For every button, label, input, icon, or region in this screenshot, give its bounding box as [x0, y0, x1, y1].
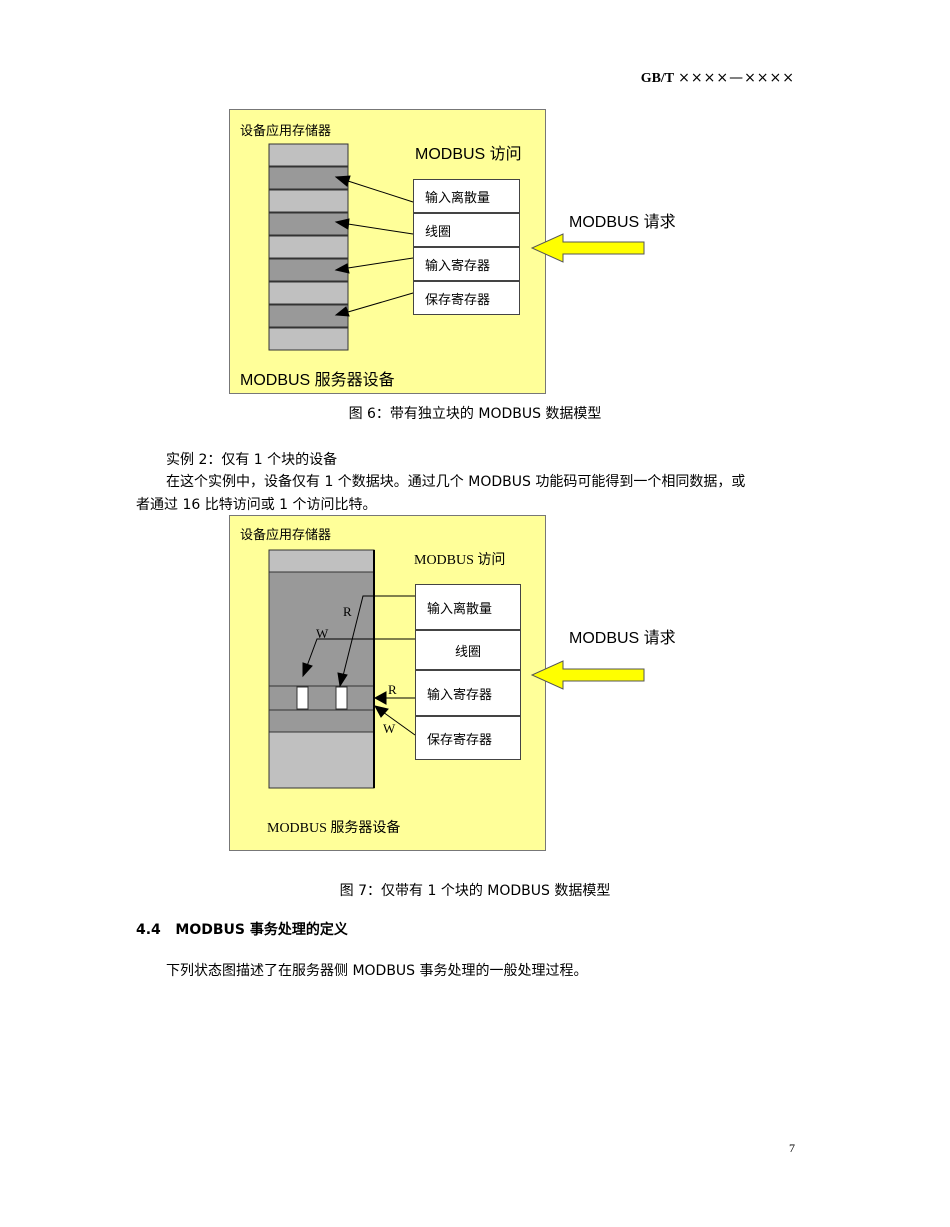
page-number: 7 — [789, 1141, 795, 1155]
box-input-discrete: 输入离散量 — [415, 584, 521, 630]
arrowhead — [374, 705, 389, 718]
memory-block-light — [268, 189, 349, 213]
mapping-arrows — [334, 175, 414, 317]
arrow-line — [306, 638, 415, 667]
document-header: GB/T××××—×××× — [641, 70, 795, 87]
access-label: MODBUS 访问 — [415, 146, 522, 163]
request-arrow — [530, 660, 645, 690]
figure-6-diagram: 设备应用存储器 MODBUS 访问 输入离散量 线圈 输入寄存器 保存寄存器 M… — [229, 109, 676, 394]
bit-cell — [296, 686, 309, 710]
arrowhead — [337, 672, 348, 688]
memory-row — [268, 685, 375, 711]
box-holding-registers: 保存寄存器 — [413, 281, 520, 315]
arrow-line — [347, 223, 414, 235]
arrow-line — [347, 180, 414, 203]
server-label: MODBUS 服务器设备 — [267, 821, 401, 836]
example-line-1: 在这个实例中，设备仅有 1 个数据块。通过几个 MODBUS 功能码可能得到一个… — [166, 474, 746, 490]
arrowhead — [302, 662, 313, 678]
memory-block-light — [268, 327, 349, 351]
memory-block-light — [268, 235, 349, 259]
memory-block-dark — [268, 571, 375, 687]
example-line-2: 者通过 16 比特访问或 1 个访问比特。 — [136, 497, 377, 513]
figure-6-caption: 图 6：带有独立块的 MODBUS 数据模型 — [348, 406, 602, 422]
box-holding-registers: 保存寄存器 — [415, 716, 521, 760]
request-arrow — [530, 233, 645, 263]
box-input-registers: 输入寄存器 — [413, 247, 520, 281]
example-title: 实例 2：仅有 1 个块的设备 — [166, 452, 338, 468]
box-input-discrete: 输入离散量 — [413, 179, 520, 213]
memory-block-dark — [268, 166, 349, 190]
read-label: R — [343, 604, 352, 619]
memory-bottom-light — [268, 731, 375, 789]
memory-single-block — [268, 549, 375, 789]
write-label: W — [316, 626, 329, 641]
figure-7-graphics — [268, 549, 645, 789]
standard-number: ××××—×××× — [678, 70, 795, 86]
arrowhead — [334, 306, 350, 317]
box-coils: 线圈 — [415, 630, 521, 670]
memory-top-light — [268, 549, 375, 573]
memory-block-light — [268, 143, 349, 167]
memory-stack — [268, 143, 349, 351]
read-label: R — [388, 682, 397, 697]
memory-label: 设备应用存储器 — [240, 124, 332, 139]
figure-6-graphics — [268, 143, 645, 351]
arrowhead — [334, 175, 351, 187]
request-label: MODBUS 请求 — [569, 214, 676, 231]
section-text: 下列状态图描述了在服务器侧 MODBUS 事务处理的一般处理过程。 — [166, 963, 588, 979]
arrowhead — [373, 691, 387, 705]
arrowhead — [334, 218, 350, 230]
box-input-registers: 输入寄存器 — [415, 670, 521, 716]
server-label: MODBUS 服务器设备 — [240, 372, 395, 389]
bit-cell — [335, 686, 348, 710]
arrow-line — [347, 292, 414, 313]
memory-label: 设备应用存储器 — [240, 528, 332, 543]
arrow-line — [347, 257, 414, 269]
memory-block-dark — [268, 709, 375, 733]
arrow-line — [342, 595, 415, 677]
standard-code: GB/T — [640, 71, 675, 86]
write-label: W — [383, 721, 396, 736]
memory-block-dark — [268, 304, 349, 328]
arrow-line — [382, 711, 416, 736]
request-label: MODBUS 请求 — [569, 630, 676, 647]
memory-block-dark — [268, 212, 349, 236]
box-coils: 线圈 — [413, 213, 520, 247]
figure-7-caption: 图 7：仅带有 1 个块的 MODBUS 数据模型 — [339, 883, 611, 899]
arrowhead — [334, 263, 350, 274]
memory-block-light — [268, 281, 349, 305]
access-arrows — [302, 595, 416, 736]
access-label: MODBUS 访问 — [414, 553, 506, 568]
section-heading: 4.4 MODBUS 事务处理的定义 — [136, 922, 348, 938]
figure-7-diagram: 设备应用存储器 MODBUS 访问 输入离散量 线圈 输入寄存器 保存寄存器 R… — [229, 515, 676, 851]
